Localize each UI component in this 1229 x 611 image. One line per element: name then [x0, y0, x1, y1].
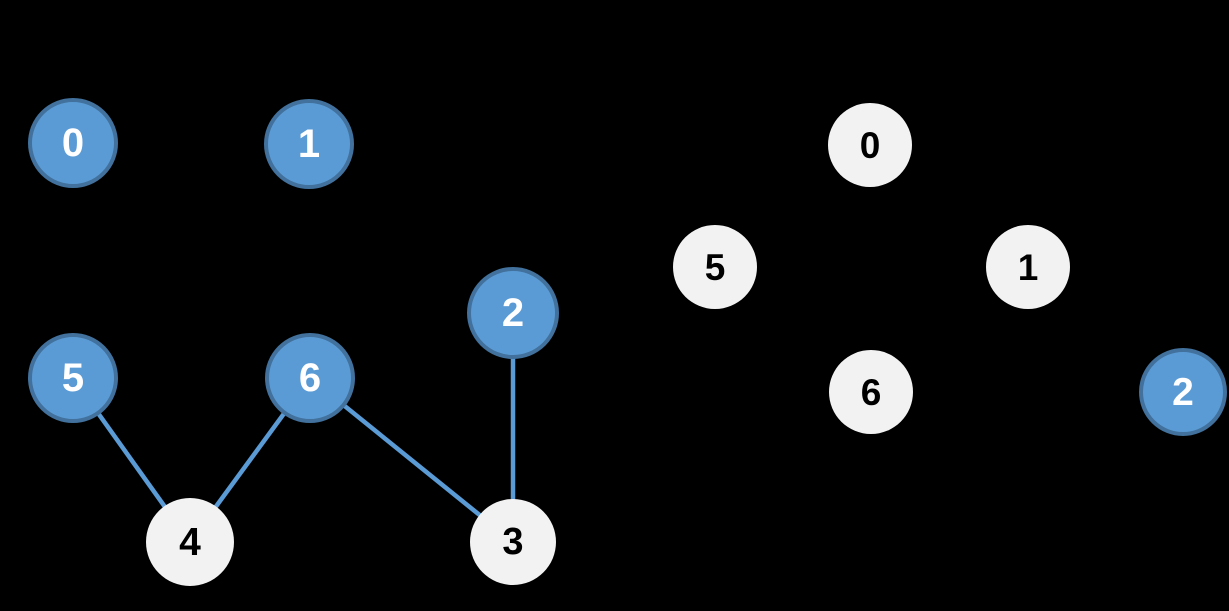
left-graph-node-label-2: 2: [501, 291, 525, 335]
right-graph-node-label-2: 2: [1172, 370, 1194, 414]
right-graph-node-6: 6: [829, 350, 913, 434]
left-graph-node-label-4: 4: [179, 520, 201, 564]
left-graph-node-4: 4: [146, 498, 234, 586]
left-graph-node-2: 2: [467, 267, 559, 359]
left-graph-node-1: 1: [264, 99, 354, 189]
right-graph-node-5: 5: [673, 225, 757, 309]
right-graph-node-label-6: 6: [860, 371, 882, 413]
right-graph-node-label-5: 5: [704, 246, 726, 288]
left-graph-node-label-3: 3: [502, 521, 524, 563]
left-graph-node-label-6: 6: [298, 356, 322, 400]
right-graph-node-label-0: 0: [859, 124, 881, 166]
right-graph-node-1: 1: [986, 225, 1070, 309]
right-graph-node-label-1: 1: [1017, 246, 1039, 288]
left-graph-node-5: 5: [28, 333, 118, 423]
left-graph-node-label-1: 1: [297, 122, 321, 166]
right-graph-node-2: 2: [1139, 348, 1227, 436]
left-graph-node-label-5: 5: [61, 356, 85, 400]
left-graph-node-3: 3: [470, 499, 556, 585]
left-graph-node-label-0: 0: [61, 121, 85, 165]
left-graph-node-0: 0: [28, 98, 118, 188]
left-graph-node-6: 6: [265, 333, 355, 423]
right-graph-node-0: 0: [828, 103, 912, 187]
